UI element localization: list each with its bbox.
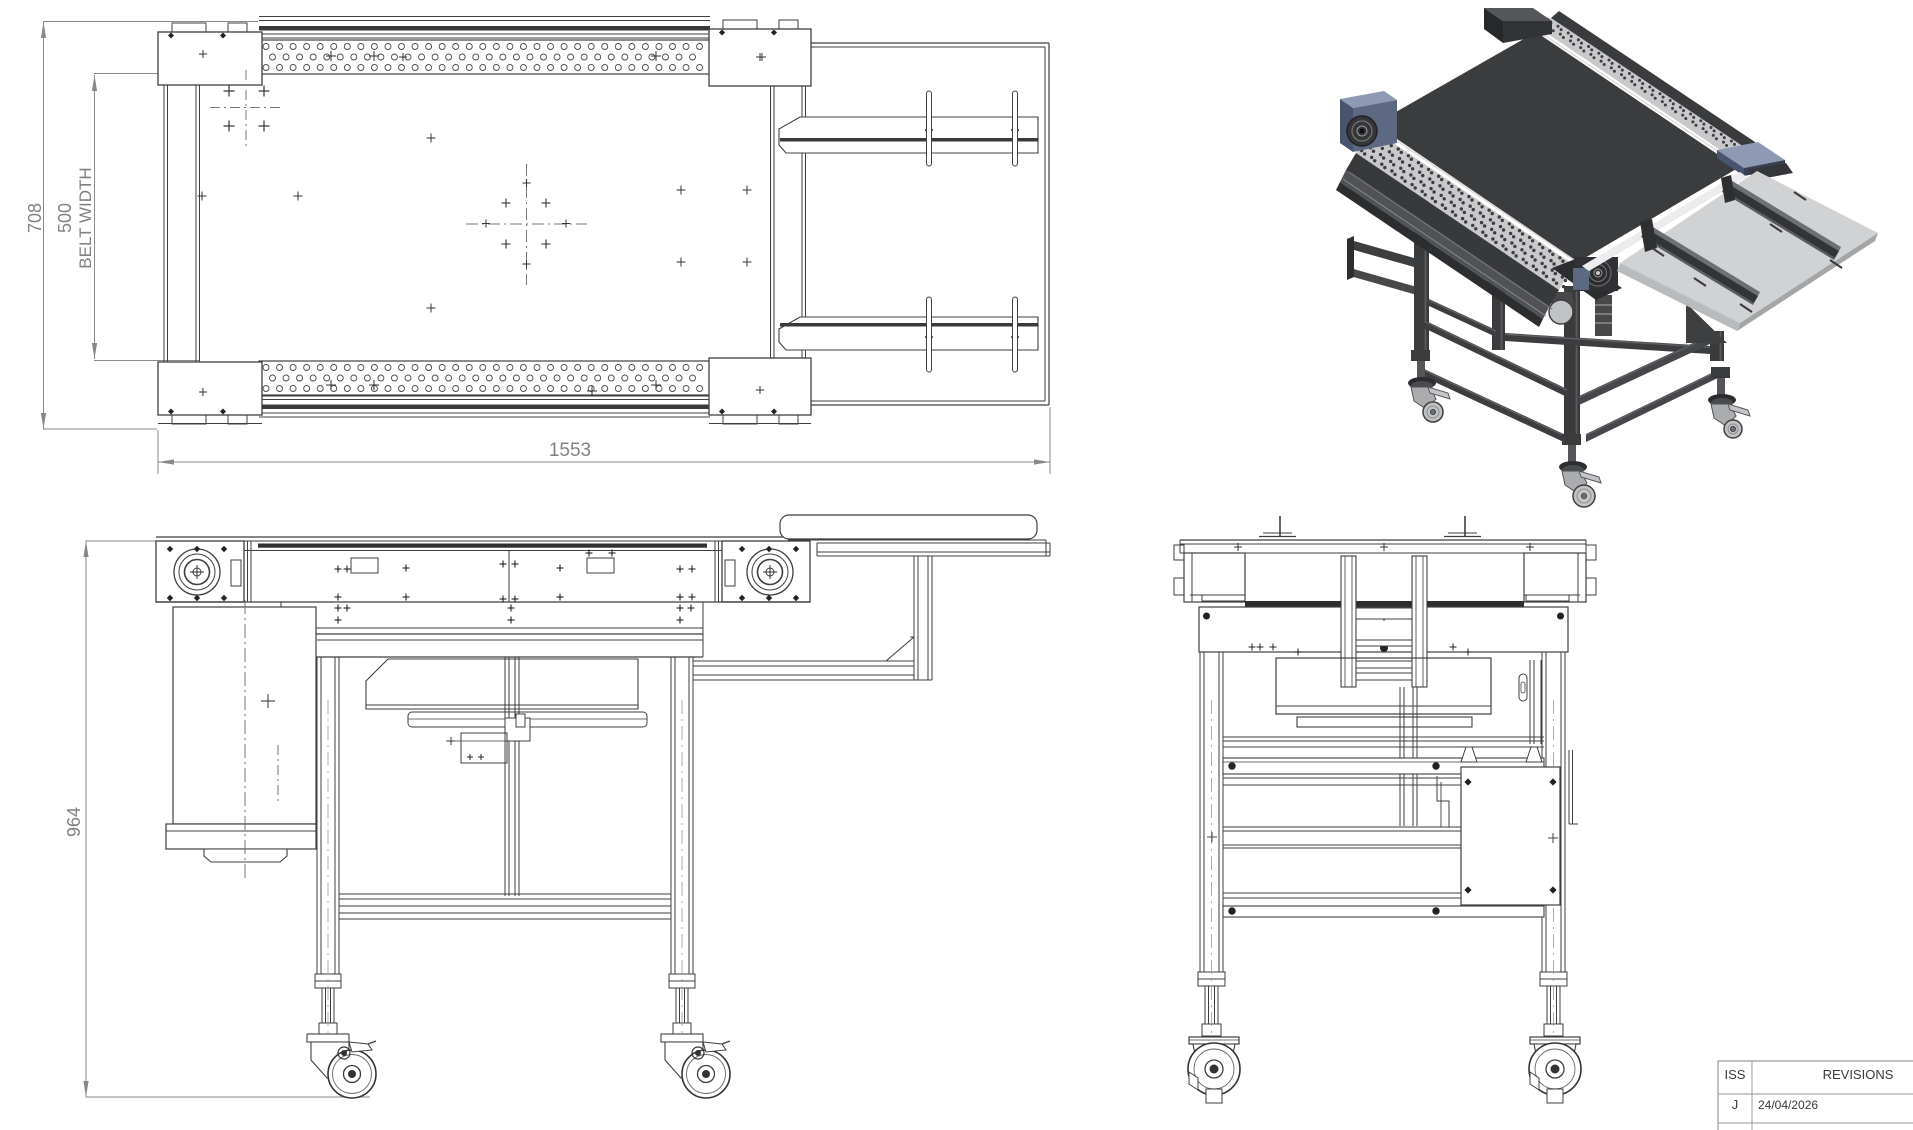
svg-text:J: J — [1732, 1097, 1739, 1112]
svg-text:BELT WIDTH: BELT WIDTH — [76, 167, 95, 268]
svg-text:708: 708 — [25, 203, 45, 233]
svg-text:ISS: ISS — [1725, 1067, 1746, 1082]
svg-text:24/04/2026: 24/04/2026 — [1758, 1098, 1818, 1112]
svg-text:500: 500 — [55, 203, 75, 233]
svg-text:964: 964 — [64, 807, 84, 837]
svg-text:1553: 1553 — [549, 440, 591, 461]
svg-text:REVISIONS: REVISIONS — [1823, 1067, 1894, 1082]
